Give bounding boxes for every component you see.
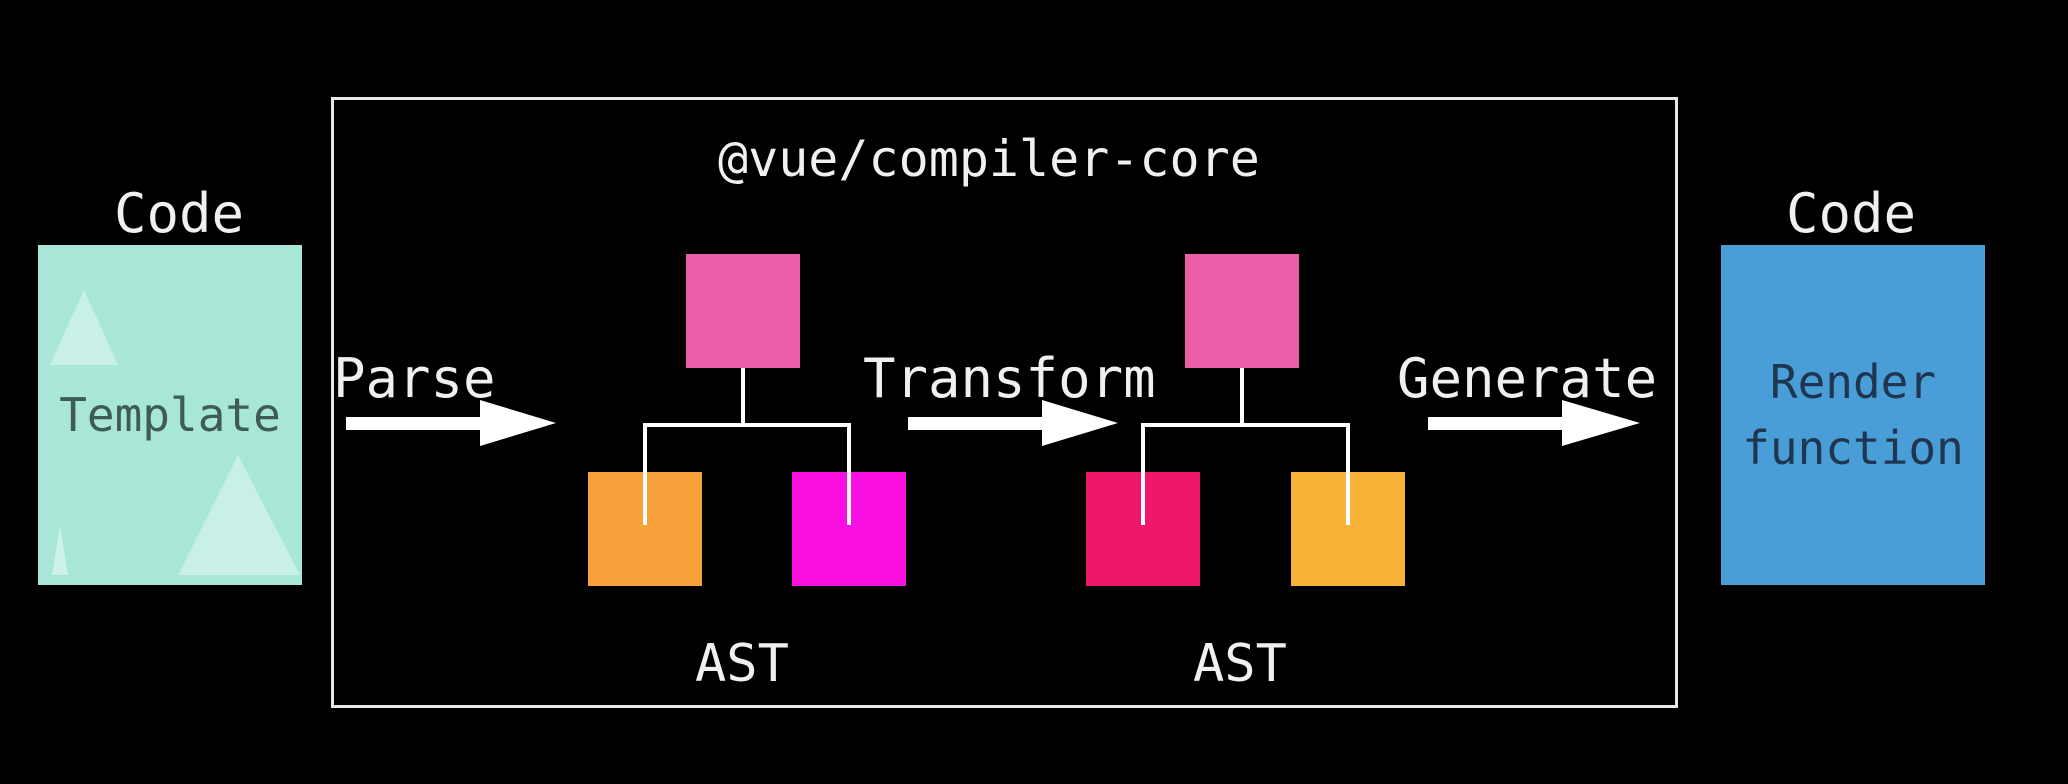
ast2-root-node — [1185, 254, 1299, 368]
generate-arrow-icon — [1428, 400, 1640, 446]
input-code-heading: Code — [114, 182, 245, 245]
generate-step-label: Generate — [1397, 347, 1658, 410]
parse-arrow-icon — [346, 400, 556, 446]
render-function-code-box: Render function — [1721, 245, 1985, 585]
render-function-label-line1: Render — [1769, 355, 1937, 409]
compiler-core-title: @vue/compiler-core — [718, 130, 1260, 188]
template-label: Template — [59, 388, 281, 442]
ast2-label: AST — [1193, 634, 1287, 694]
render-function-label-line2: function — [1742, 421, 1964, 475]
template-code-box: Template — [38, 245, 302, 585]
ast1-root-node — [686, 254, 800, 368]
transform-arrow-icon — [908, 400, 1118, 446]
transform-step-label: Transform — [863, 347, 1156, 410]
compiler-core-frame — [331, 97, 1678, 708]
parse-step-label: Parse — [333, 347, 496, 410]
output-code-heading: Code — [1786, 182, 1917, 245]
ast1-label: AST — [695, 634, 789, 694]
template-texture-graphic — [50, 290, 300, 575]
